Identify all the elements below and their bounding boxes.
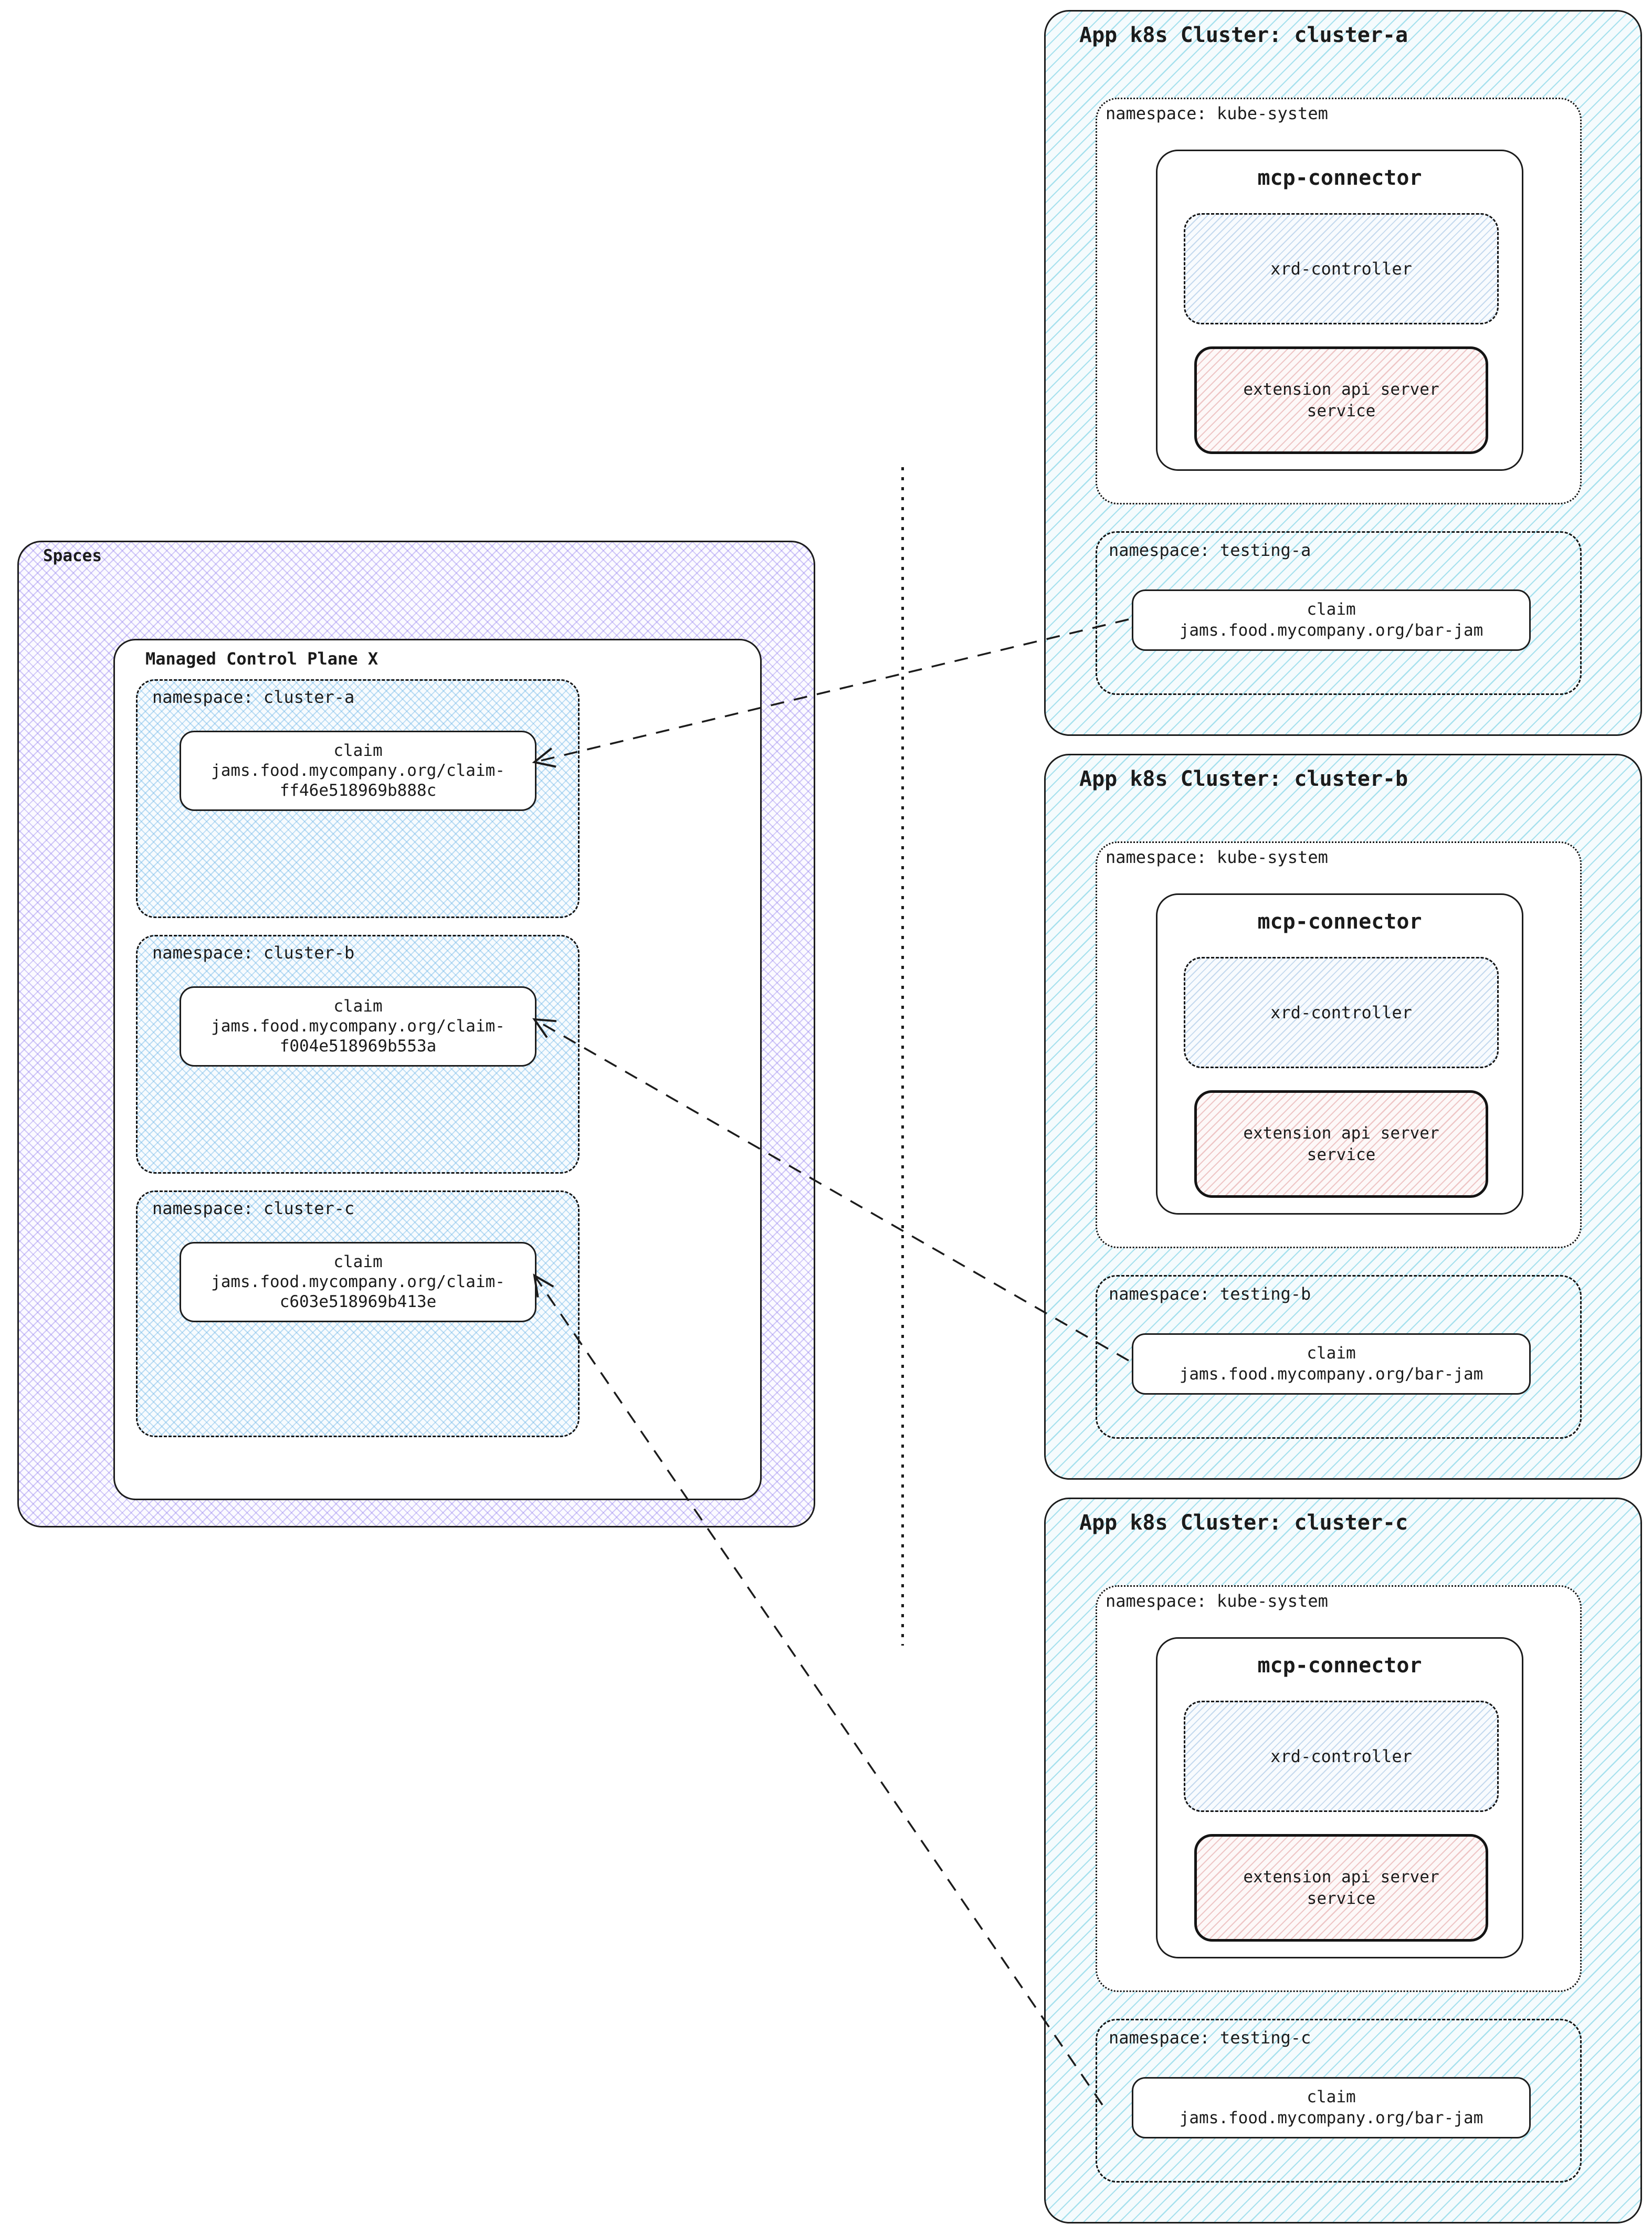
app-k8s-cluster-c-box: App k8s Cluster: cluster-c namespace: ku… (1044, 1498, 1642, 2224)
kube-system-namespace-box: namespace: kube-system mcp-connector xrd… (1096, 841, 1582, 1248)
claim-box: claim jams.food.mycompany.org/claim- ff4… (180, 731, 536, 812)
claim-box: claim jams.food.mycompany.org/claim- c60… (180, 1242, 536, 1323)
mcp-connector-label: mcp-connector (1257, 166, 1422, 190)
cluster-title: App k8s Cluster: cluster-a (1079, 23, 1408, 47)
extension-api-server-label: extension api server (1243, 1124, 1439, 1143)
mcp-connector-label: mcp-connector (1257, 1653, 1422, 1678)
xrd-controller-box: xrd-controller (1184, 957, 1499, 1068)
spaces-box: Spaces Managed Control Plane X namespace… (17, 541, 815, 1527)
extension-api-server-label: service (1307, 1889, 1376, 1908)
managed-control-plane-label: Managed Control Plane X (145, 649, 378, 669)
xrd-controller-label: xrd-controller (1270, 1746, 1412, 1766)
namespace-label: namespace: testing-c (1109, 2028, 1311, 2048)
claim-title: claim (1307, 1344, 1356, 1363)
testing-namespace-box: namespace: testing-c claim jams.food.myc… (1096, 2019, 1582, 2183)
claim-box: claim jams.food.mycompany.org/bar-jam (1132, 589, 1531, 651)
namespace-label: namespace: testing-a (1109, 540, 1311, 560)
claim-box: claim jams.food.mycompany.org/bar-jam (1132, 1333, 1531, 1395)
separator-dotted-line (901, 467, 904, 1646)
xrd-controller-label: xrd-controller (1270, 1003, 1412, 1023)
claim-title: claim (1307, 2088, 1356, 2106)
xrd-controller-label: xrd-controller (1270, 259, 1412, 279)
extension-api-server-label: service (1307, 1145, 1376, 1164)
claim-name-line: jams.food.mycompany.org/claim- (211, 1016, 505, 1036)
extension-api-server-box: extension api server service (1194, 1834, 1488, 1942)
claim-name-line: f004e518969b553a (279, 1036, 437, 1056)
spaces-label: Spaces (43, 546, 102, 565)
claim-box: claim jams.food.mycompany.org/claim- f00… (180, 986, 536, 1067)
testing-namespace-box: namespace: testing-b claim jams.food.myc… (1096, 1275, 1582, 1439)
extension-api-server-box: extension api server service (1194, 1090, 1488, 1198)
testing-namespace-box: namespace: testing-a claim jams.food.myc… (1096, 531, 1582, 695)
extension-api-server-label: extension api server (1243, 380, 1439, 399)
namespace-cluster-c-box: namespace: cluster-c claim jams.food.myc… (136, 1190, 580, 1437)
claim-box: claim jams.food.mycompany.org/bar-jam (1132, 2077, 1531, 2138)
namespace-label: namespace: kube-system (1106, 847, 1328, 867)
claim-name-line: jams.food.mycompany.org/bar-jam (1179, 1365, 1483, 1384)
extension-api-server-box: extension api server service (1194, 346, 1488, 454)
extension-api-server-label: extension api server (1243, 1868, 1439, 1887)
app-k8s-cluster-a-box: App k8s Cluster: cluster-a namespace: ku… (1044, 10, 1642, 736)
claim-title: claim (1307, 600, 1356, 619)
claim-title: claim (333, 997, 383, 1016)
namespace-cluster-a-box: namespace: cluster-a claim jams.food.myc… (136, 679, 580, 918)
kube-system-namespace-box: namespace: kube-system mcp-connector xrd… (1096, 98, 1582, 504)
claim-title: claim (333, 1252, 383, 1271)
claim-name-line: jams.food.mycompany.org/claim- (211, 761, 505, 780)
mcp-connector-box: mcp-connector xrd-controller extension a… (1156, 1637, 1523, 1958)
claim-name-line: ff46e518969b888c (279, 781, 437, 800)
cluster-title: App k8s Cluster: cluster-c (1079, 1511, 1408, 1535)
xrd-controller-box: xrd-controller (1184, 1701, 1499, 1812)
managed-control-plane-box: Managed Control Plane X namespace: clust… (113, 639, 762, 1500)
kube-system-namespace-box: namespace: kube-system mcp-connector xrd… (1096, 1585, 1582, 1992)
mcp-connector-label: mcp-connector (1257, 910, 1422, 934)
claim-name-line: c603e518969b413e (279, 1292, 437, 1311)
mcp-connector-box: mcp-connector xrd-controller extension a… (1156, 150, 1523, 471)
namespace-label: namespace: cluster-c (152, 1198, 355, 1218)
extension-api-server-label: service (1307, 401, 1376, 420)
app-k8s-cluster-b-box: App k8s Cluster: cluster-b namespace: ku… (1044, 754, 1642, 1480)
claim-name-line: jams.food.mycompany.org/bar-jam (1179, 621, 1483, 640)
namespace-cluster-b-box: namespace: cluster-b claim jams.food.myc… (136, 935, 580, 1174)
namespace-label: namespace: cluster-a (152, 687, 355, 707)
claim-name-line: jams.food.mycompany.org/bar-jam (1179, 2109, 1483, 2128)
xrd-controller-box: xrd-controller (1184, 213, 1499, 324)
cluster-title: App k8s Cluster: cluster-b (1079, 767, 1408, 791)
namespace-label: namespace: cluster-b (152, 943, 355, 963)
namespace-label: namespace: kube-system (1106, 103, 1328, 123)
claim-name-line: jams.food.mycompany.org/claim- (211, 1272, 505, 1291)
namespace-label: namespace: kube-system (1106, 1591, 1328, 1611)
mcp-connector-box: mcp-connector xrd-controller extension a… (1156, 893, 1523, 1215)
claim-title: claim (333, 741, 383, 760)
namespace-label: namespace: testing-b (1109, 1284, 1311, 1304)
